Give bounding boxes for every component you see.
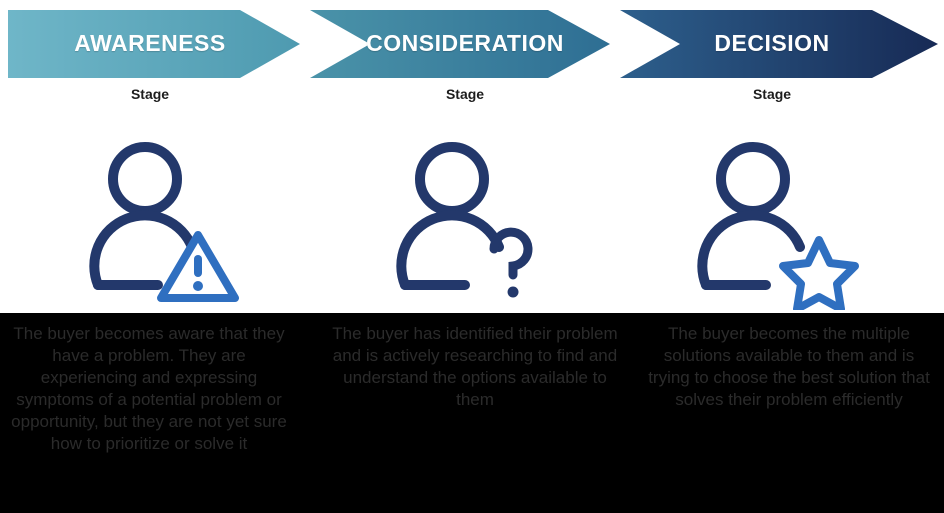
description-awareness: The buyer becomes aware that they have a…	[11, 324, 287, 453]
stage-caption-row: Stage Stage Stage	[0, 86, 944, 114]
person-with-question-icon	[396, 142, 533, 298]
persona-cell-consideration	[320, 130, 620, 315]
person-with-warning-icon	[89, 142, 239, 302]
description-panel: The buyer becomes aware that they have a…	[0, 313, 944, 513]
person-with-star-icon	[696, 142, 859, 310]
description-consideration: The buyer has identified their problem a…	[332, 324, 618, 409]
arrow-shape-decision[interactable]	[620, 10, 938, 78]
persona-cell-decision	[628, 130, 928, 315]
persona-cell-awareness	[10, 130, 310, 315]
stage-arrows-svg	[8, 10, 938, 78]
arrow-shape-consideration[interactable]	[310, 10, 610, 78]
arrow-shape-awareness[interactable]	[8, 10, 300, 78]
stage-caption-awareness: Stage	[130, 86, 170, 102]
stage-caption-decision: Stage	[752, 86, 792, 102]
question-mark-icon	[489, 227, 533, 280]
stage-caption-consideration: Stage	[445, 86, 485, 102]
description-decision: The buyer becomes the multiple solutions…	[648, 324, 930, 409]
stage-arrow-band: AWARENESS CONSIDERATION DECISION	[0, 0, 944, 88]
persona-icon-row	[0, 130, 944, 315]
star-icon	[778, 236, 859, 310]
